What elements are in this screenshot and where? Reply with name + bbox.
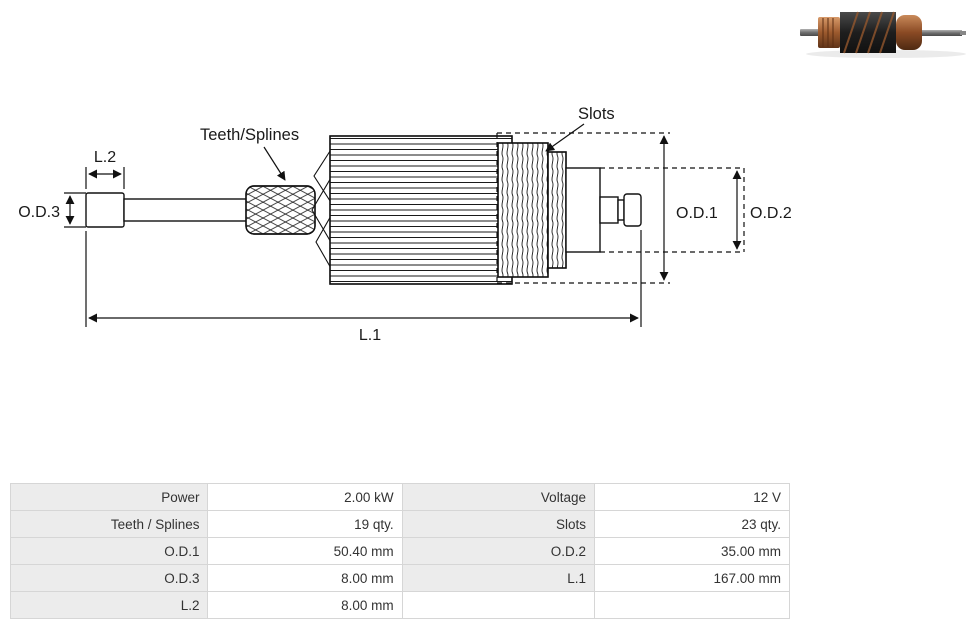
dim-l2 bbox=[85, 167, 125, 189]
spec-table: Power 2.00 kW Voltage 12 V Teeth / Splin… bbox=[9, 483, 791, 619]
l2-label: L.2 bbox=[94, 149, 116, 166]
dim-od1 bbox=[496, 132, 670, 284]
commutator-section bbox=[497, 142, 567, 278]
l1-label: L.1 bbox=[359, 327, 381, 344]
spec-value-l1: 167.00 mm bbox=[593, 564, 791, 592]
spec-label-voltage: Voltage bbox=[401, 483, 595, 511]
spec-row-l2: L.2 8.00 mm bbox=[9, 591, 791, 619]
spec-label-l2: L.2 bbox=[9, 591, 209, 619]
spec-value-od2: 35.00 mm bbox=[593, 537, 791, 565]
od1-label: O.D.1 bbox=[676, 205, 718, 222]
spec-row-power-voltage: Power 2.00 kW Voltage 12 V bbox=[9, 483, 791, 511]
od3-label: O.D.3 bbox=[18, 204, 60, 221]
spec-value-od1: 50.40 mm bbox=[207, 537, 403, 565]
armature-core bbox=[329, 135, 513, 285]
photo-core bbox=[840, 11, 896, 54]
photo-shaft-right bbox=[922, 30, 962, 36]
spec-label-teeth-splines: Teeth / Splines bbox=[9, 510, 209, 538]
spec-row-od3-l1: O.D.3 8.00 mm L.1 167.00 mm bbox=[9, 564, 791, 592]
spec-value-slots: 23 qty. bbox=[593, 510, 791, 538]
spec-label-slots: Slots bbox=[401, 510, 595, 538]
photo-winding-end bbox=[896, 15, 922, 50]
spec-label-empty bbox=[401, 591, 595, 619]
core-chevrons bbox=[311, 147, 333, 271]
slots-leader-arrow bbox=[545, 123, 585, 152]
od2-label: O.D.2 bbox=[750, 205, 792, 222]
commutator-cylinder bbox=[565, 167, 601, 253]
teeth-splines-leader-arrow bbox=[263, 146, 286, 181]
shaft-body bbox=[123, 198, 248, 222]
spec-value-od3: 8.00 mm bbox=[207, 564, 403, 592]
spline-section bbox=[245, 185, 316, 235]
armature-drawing bbox=[85, 135, 642, 285]
spec-label-od1: O.D.1 bbox=[9, 537, 209, 565]
slots-label: Slots bbox=[578, 105, 615, 123]
teeth-splines-label: Teeth/Splines bbox=[200, 126, 299, 144]
spec-label-l1: L.1 bbox=[401, 564, 595, 592]
spec-value-l2: 8.00 mm bbox=[207, 591, 403, 619]
spec-value-voltage: 12 V bbox=[593, 483, 791, 511]
armature-technical-diagram: Teeth/Splines Slots L.2 O.D.3 O.D.1 O.D.… bbox=[18, 11, 966, 344]
photo-shaft-left bbox=[800, 29, 820, 36]
dim-od3 bbox=[64, 192, 86, 228]
shaft-end-right bbox=[599, 193, 642, 227]
shaft-end-left bbox=[85, 192, 125, 228]
spec-row-od1-od2: O.D.1 50.40 mm O.D.2 35.00 mm bbox=[9, 537, 791, 565]
spec-label-od3: O.D.3 bbox=[9, 564, 209, 592]
spec-label-od2: O.D.2 bbox=[401, 537, 595, 565]
armature-photo bbox=[800, 11, 966, 58]
photo-shaft-tip bbox=[960, 31, 966, 35]
dimension-annotations bbox=[64, 123, 745, 327]
spec-label-power: Power bbox=[9, 483, 209, 511]
spec-value-empty bbox=[593, 591, 791, 619]
spec-value-teeth-splines: 19 qty. bbox=[207, 510, 403, 538]
photo-commutator bbox=[818, 17, 840, 48]
dim-od2 bbox=[600, 167, 745, 253]
spec-row-teeth-slots: Teeth / Splines 19 qty. Slots 23 qty. bbox=[9, 510, 791, 538]
dim-l1 bbox=[85, 230, 642, 327]
spec-value-power: 2.00 kW bbox=[207, 483, 403, 511]
